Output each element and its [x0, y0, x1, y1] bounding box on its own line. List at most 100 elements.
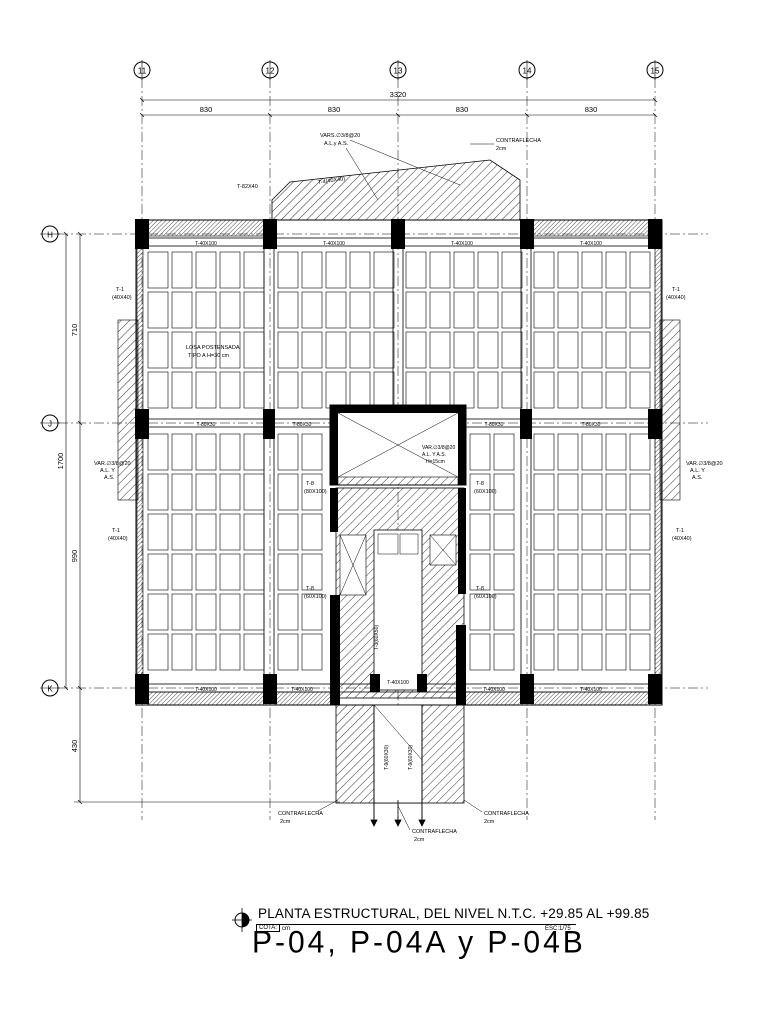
waffle-coffer — [605, 331, 627, 369]
svg-text:J: J — [48, 420, 52, 429]
waffle-coffer — [277, 433, 299, 471]
waffle-coffer — [301, 593, 323, 631]
waffle-coffer — [219, 251, 241, 289]
waffle-coffer — [349, 291, 371, 329]
waffle-coffer — [171, 371, 193, 409]
waffle-coffer — [301, 513, 323, 551]
column-bubbles: 11 12 13 14 15 — [133, 60, 664, 80]
contraflecha-center-1: CONTRAFLECHA — [412, 829, 457, 835]
beam-labels: T-40X100 T-40X100 T-40X100 T-40X100 T-80… — [108, 176, 692, 770]
beam-label-k2: T-40X100 — [291, 687, 313, 693]
north-arrow-icon — [232, 908, 252, 932]
waffle-coffer — [557, 633, 579, 671]
grid-bubble-13: 13 — [389, 60, 407, 80]
var-right-3: A.S. — [692, 475, 703, 481]
waffle-coffer — [605, 433, 627, 471]
waffle-coffer — [557, 251, 579, 289]
waffle-coffer — [453, 371, 475, 409]
waffle-coffer — [325, 331, 347, 369]
contraflecha-top-1: CONTRAFLECHA — [496, 138, 541, 144]
waffle-coffer — [469, 433, 491, 471]
waffle-slab-panels — [147, 251, 651, 671]
waffle-coffer — [493, 433, 515, 471]
waffle-coffer — [629, 553, 651, 591]
waffle-coffer — [219, 331, 241, 369]
notes: LOSA POSTENSADA TIPO A H=30 cm VARS.∅3/8… — [94, 132, 723, 843]
beam-size-t1-right-b: (40X40) — [672, 536, 692, 542]
waffle-coffer — [171, 251, 193, 289]
waffle-coffer — [581, 331, 603, 369]
waffle-coffer — [349, 371, 371, 409]
waffle-coffer — [605, 513, 627, 551]
waffle-coffer — [277, 513, 299, 551]
title-rule — [256, 924, 576, 925]
waffle-coffer — [243, 433, 265, 471]
waffle-coffer — [373, 331, 395, 369]
waffle-coffer — [501, 251, 523, 289]
beam-size-t8-b: (60X100) — [474, 489, 497, 495]
waffle-coffer — [277, 291, 299, 329]
beam-label-t1-right: T-1 — [672, 287, 680, 293]
beam-label-t8-a: T-8 — [306, 481, 314, 487]
beam-label-t9-a: T-9(60X30) — [384, 745, 390, 770]
waffle-coffer — [493, 553, 515, 591]
beam-size-t8-d: (60X100) — [474, 594, 497, 600]
waffle-coffer — [429, 291, 451, 329]
beam-size-t1-left: (40X40) — [112, 295, 132, 301]
grid-bubble-k: K — [40, 679, 60, 697]
waffle-coffer — [557, 553, 579, 591]
waffle-coffer — [301, 291, 323, 329]
waffle-coffer — [195, 291, 217, 329]
waffle-coffer — [557, 593, 579, 631]
waffle-coffer — [195, 371, 217, 409]
beam-label-t8-d: T-8 — [476, 586, 484, 592]
waffle-coffer — [325, 371, 347, 409]
waffle-coffer — [195, 553, 217, 591]
waffle-coffer — [373, 371, 395, 409]
waffle-coffer — [605, 553, 627, 591]
waffle-coffer — [171, 553, 193, 591]
waffle-coffer — [243, 553, 265, 591]
waffle-coffer — [171, 433, 193, 471]
bay-dim-1: 830 — [200, 105, 213, 114]
waffle-coffer — [243, 473, 265, 511]
waffle-coffer — [219, 371, 241, 409]
waffle-coffer — [171, 331, 193, 369]
waffle-coffer — [605, 473, 627, 511]
waffle-coffer — [533, 371, 555, 409]
beam-size-t1-right: (40X40) — [666, 295, 686, 301]
waffle-coffer — [349, 251, 371, 289]
waffle-coffer — [453, 331, 475, 369]
waffle-coffer — [301, 553, 323, 591]
waffle-coffer — [629, 433, 651, 471]
beam-label-k3: T-40X100 — [387, 680, 409, 686]
waffle-coffer — [277, 633, 299, 671]
row-dim-3: 430 — [70, 740, 79, 753]
beam-label-t1-left-b: T-1 — [112, 528, 120, 534]
waffle-coffer — [533, 433, 555, 471]
waffle-coffer — [581, 633, 603, 671]
waffle-coffer — [581, 513, 603, 551]
waffle-coffer — [557, 513, 579, 551]
grid-bubble-j: J — [40, 414, 60, 432]
beam-label-h1: T-40X100 — [195, 241, 217, 247]
beam-label-t82: T-82X40 — [237, 184, 258, 190]
waffle-coffer — [477, 251, 499, 289]
beam-label-t1-right-b: T-1 — [676, 528, 684, 534]
title-block: PLANTA ESTRUCTURAL, DEL NIVEL N.T.C. +29… — [232, 904, 649, 974]
waffle-coffer — [301, 473, 323, 511]
waffle-coffer — [581, 371, 603, 409]
waffle-coffer — [533, 473, 555, 511]
var-left-3: A.S. — [104, 475, 115, 481]
svg-text:15: 15 — [651, 67, 660, 76]
waffle-coffer — [147, 633, 169, 671]
waffle-coffer — [219, 291, 241, 329]
grid-bubble-14: 14 — [518, 60, 536, 80]
beam-label-h3: T-40X100 — [451, 241, 473, 247]
beam-size-t8-c: (60X100) — [304, 594, 327, 600]
waffle-coffer — [629, 513, 651, 551]
waffle-coffer — [605, 291, 627, 329]
waffle-coffer — [171, 593, 193, 631]
beam-label-t4: T-4(40X40) — [317, 176, 345, 186]
waffle-coffer — [557, 331, 579, 369]
